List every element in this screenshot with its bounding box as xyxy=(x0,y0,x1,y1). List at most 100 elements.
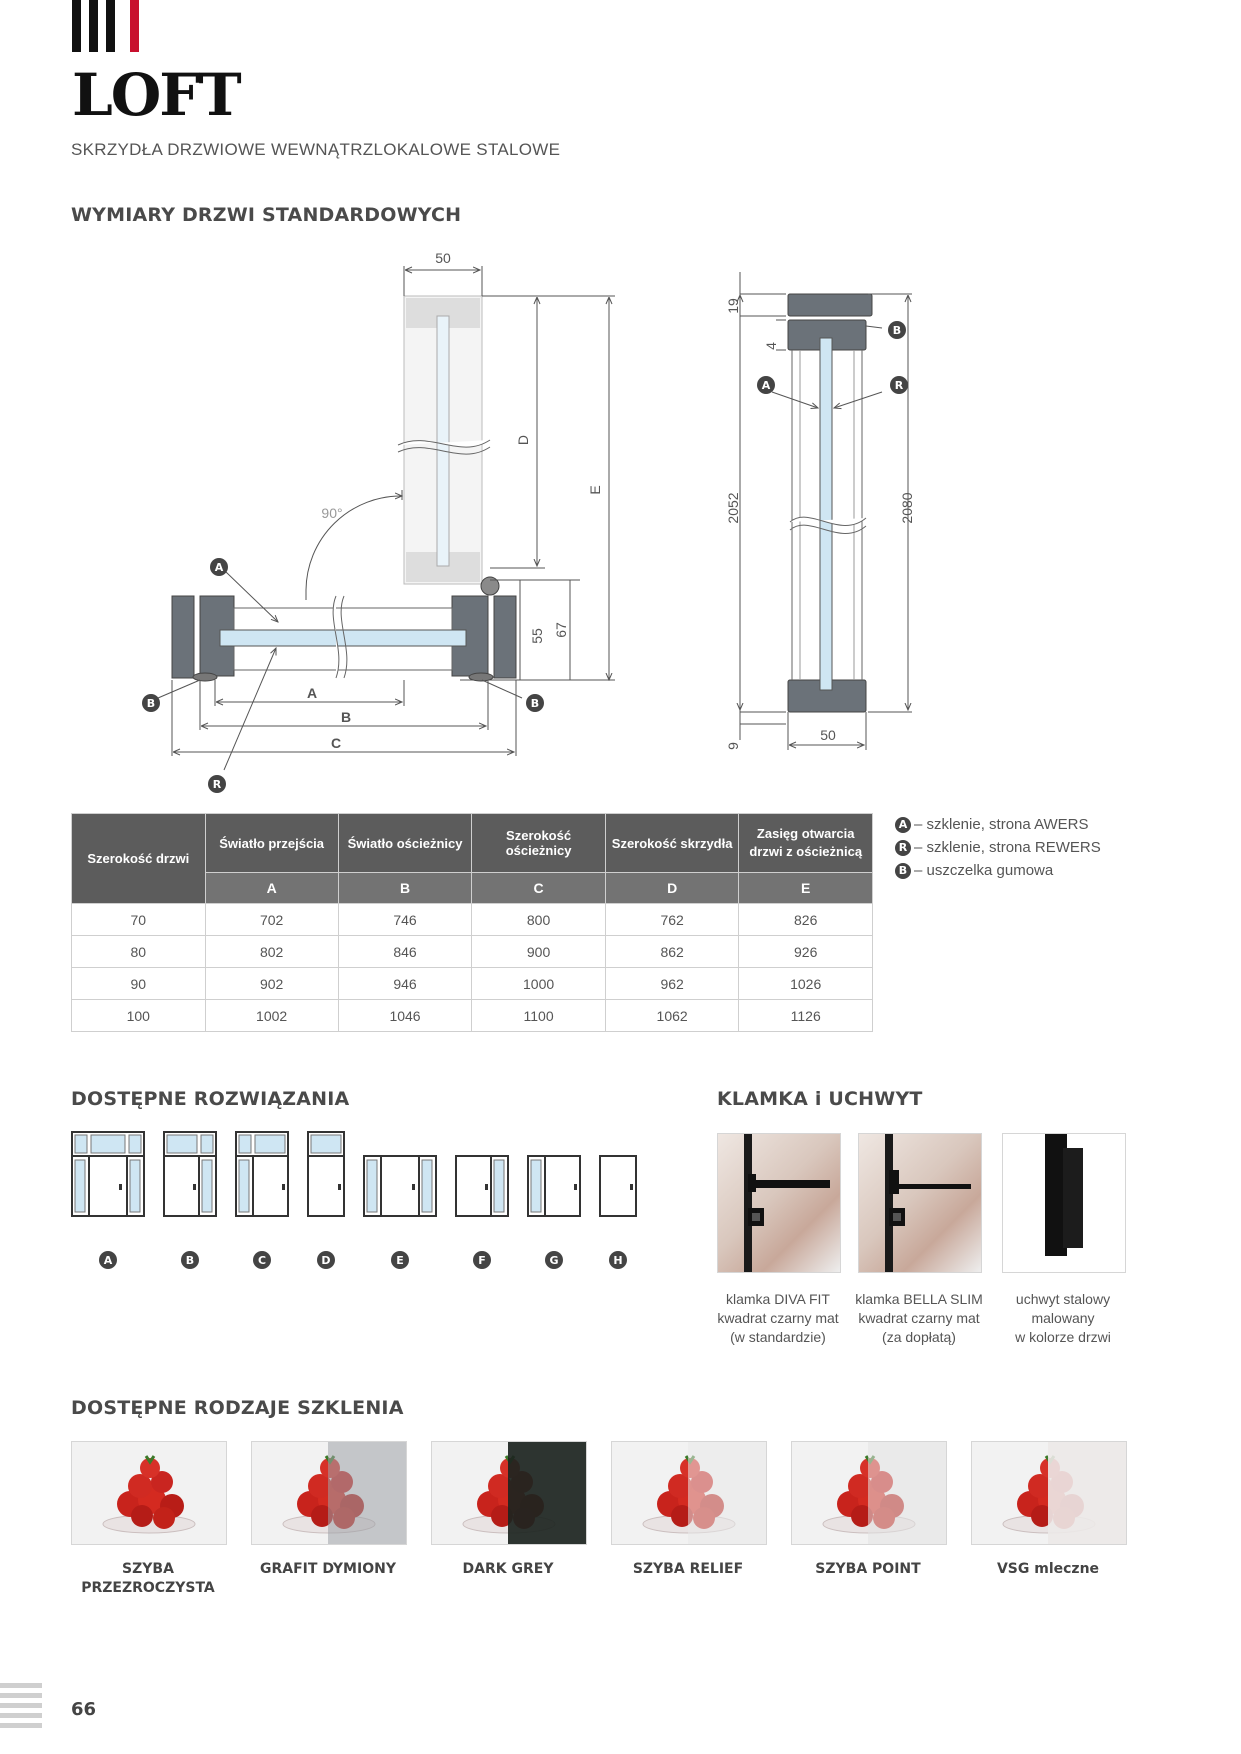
svg-text:R: R xyxy=(213,778,222,791)
logo: LOFT xyxy=(72,0,272,130)
legend-item: R– szklenie, strona REWERS xyxy=(895,836,1101,859)
solution-d-icon xyxy=(307,1131,345,1217)
handles-title: KLAMKA i UCHWYT xyxy=(717,1088,923,1110)
table-cell: 902 xyxy=(204,967,339,1000)
steel-grip-image xyxy=(1002,1133,1126,1273)
solution-a-icon xyxy=(71,1131,145,1217)
dim-top-50: 50 xyxy=(435,250,451,266)
header-opening-range: Zasięg otwarcia drzwi z ościeżnicą xyxy=(738,813,873,873)
glazing-label: SZYBA POINT xyxy=(781,1560,955,1579)
legend-item: A– szklenie, strona AWERS xyxy=(895,813,1101,836)
table-cell: 926 xyxy=(738,935,873,968)
table-cell: 1100 xyxy=(471,999,606,1032)
svg-text:B: B xyxy=(893,324,901,337)
caption-line: klamka BELLA SLIM xyxy=(855,1291,983,1307)
dim-side-19: 19 xyxy=(725,298,741,314)
solution-labels: A B C D E F G H xyxy=(60,1251,660,1271)
dimensions-table: Szerokość drzwi Światło przejścia Światł… xyxy=(71,813,873,1032)
solution-badge-b: B xyxy=(181,1251,199,1269)
glazing-label: GRAFIT DYMIONY xyxy=(241,1560,415,1579)
dim-d: D xyxy=(515,435,531,445)
logo-bars-icon xyxy=(72,0,139,52)
table-cell: 802 xyxy=(204,935,339,968)
handle-caption: klamka DIVA FIT kwadrat czarny mat (w st… xyxy=(707,1290,849,1347)
solutions-title: DOSTĘPNE ROZWIĄZANIA xyxy=(71,1088,350,1110)
caption-line: kwadrat czarny mat xyxy=(717,1310,839,1326)
logo-text: LOFT xyxy=(72,61,242,129)
solution-e-icon xyxy=(363,1155,437,1217)
glazing-label: SZYBA RELIEF xyxy=(601,1560,775,1579)
table-cell: 70 xyxy=(71,903,206,936)
header-door-width: Szerokość drzwi xyxy=(71,813,206,904)
header-letter: E xyxy=(738,872,873,904)
table-cell: 80 xyxy=(71,935,206,968)
table-cell: 800 xyxy=(471,903,606,936)
header-leaf-width: Szerokość skrzydła xyxy=(604,813,740,873)
caption-line: klamka DIVA FIT xyxy=(726,1291,830,1307)
solution-badge-c: C xyxy=(253,1251,271,1269)
footer-stripes-icon xyxy=(0,1683,42,1728)
badge-r-bottom: R xyxy=(208,775,226,793)
table-cell: 846 xyxy=(337,935,473,968)
table-cell: 100 xyxy=(71,999,206,1032)
handle-diva-fit-image xyxy=(717,1133,841,1273)
glazing-label: DARK GREY xyxy=(421,1560,595,1579)
caption-line: kwadrat czarny mat xyxy=(858,1310,980,1326)
dim-e: E xyxy=(587,485,603,494)
glazing-label-line: SZYBA RELIEF xyxy=(632,1561,744,1577)
solution-badge-g: G xyxy=(545,1251,563,1269)
caption-line: w kolorze drzwi xyxy=(1015,1329,1111,1345)
table-cell: 962 xyxy=(604,967,740,1000)
glass-tint-overlay xyxy=(1048,1442,1126,1544)
dim-side-4: 4 xyxy=(763,342,779,350)
legend-item: B– uszczelka gumowa xyxy=(895,859,1101,882)
table-cell: 1046 xyxy=(337,999,473,1032)
handle-caption: klamka BELLA SLIM kwadrat czarny mat (za… xyxy=(848,1290,990,1347)
glazing-label-line: SZYBA POINT xyxy=(815,1561,921,1577)
dim-side-2052: 2052 xyxy=(725,492,741,523)
caption-line: uchwyt stalowy xyxy=(1015,1291,1111,1307)
badge-a-side: A xyxy=(757,376,775,394)
solution-g-icon xyxy=(527,1155,581,1217)
glazing-sample-image xyxy=(71,1441,227,1545)
glazing-label-line: GRAFIT DYMIONY xyxy=(260,1561,396,1577)
header-letter: D xyxy=(604,872,740,904)
solution-badge-e: E xyxy=(391,1251,409,1269)
badge-a-left: A xyxy=(210,558,228,576)
dim-side-50: 50 xyxy=(820,727,836,743)
svg-text:B: B xyxy=(147,697,155,710)
dim-side-2080: 2080 xyxy=(899,492,915,523)
door-solutions-icons xyxy=(71,1131,637,1217)
badge-icon: R xyxy=(895,839,911,856)
table-cell: 762 xyxy=(604,903,740,936)
strawberry-icon xyxy=(102,1455,196,1534)
header-passage: Światło przejścia xyxy=(204,813,339,873)
svg-text:A: A xyxy=(215,561,224,574)
dimensions-title: WYMIARY DRZWI STANDARDOWYCH xyxy=(71,204,462,226)
badge-b-left: B xyxy=(142,694,160,712)
glazing-sample-image xyxy=(251,1441,407,1545)
legend-text: – uszczelka gumowa xyxy=(914,862,1054,879)
dim-55: 55 xyxy=(529,628,545,644)
page-subtitle: SKRZYDŁA DRZWIOWE WEWNĄTRZLOKALOWE STALO… xyxy=(71,140,561,159)
caption-line: malowany xyxy=(1031,1310,1095,1326)
badge-b-side: B xyxy=(888,321,906,339)
table-cell: 946 xyxy=(337,967,473,1000)
table-cell: 862 xyxy=(604,935,740,968)
solution-c-icon xyxy=(235,1131,289,1217)
glazing-label-line: PRZEZROCZYSTA xyxy=(81,1580,215,1596)
caption-line: (w standardzie) xyxy=(730,1329,826,1345)
solution-f-icon xyxy=(455,1155,509,1217)
solution-badge-f: F xyxy=(473,1251,491,1269)
caption-line: (za dopłatą) xyxy=(882,1329,956,1345)
table-cell: 826 xyxy=(738,903,873,936)
solution-h-icon xyxy=(599,1155,637,1217)
dim-angle: 90° xyxy=(321,505,342,521)
badge-icon: A xyxy=(895,816,911,833)
badge-b-right: B xyxy=(526,694,544,712)
solution-badge-a: A xyxy=(99,1251,117,1269)
door-plan-drawing: 50 90° D E 55 67 A B C 19 4 2052 2080 9 … xyxy=(142,250,915,793)
